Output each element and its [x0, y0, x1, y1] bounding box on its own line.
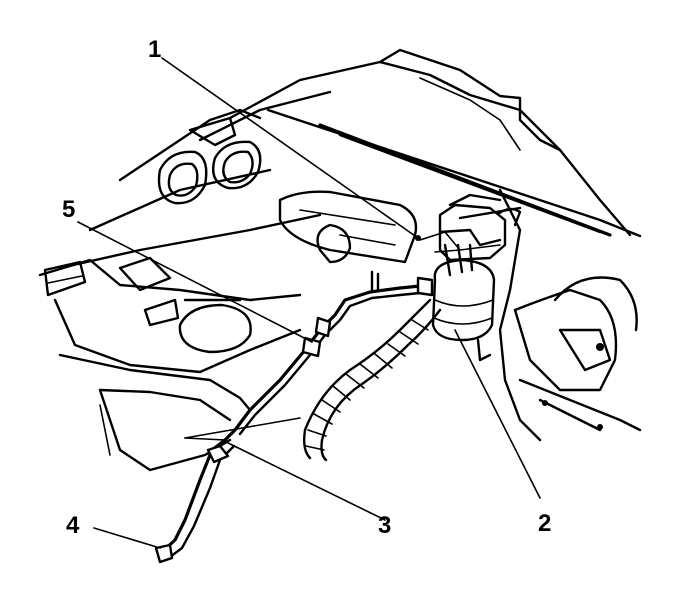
- vapor-line: [154, 270, 434, 564]
- leader-lines: [77, 57, 541, 549]
- callout-1: 1: [148, 36, 162, 63]
- callout-4: 4: [66, 512, 80, 539]
- callout-3: 3: [378, 512, 392, 539]
- callout-2: 2: [538, 510, 552, 537]
- frame-rail: [498, 188, 642, 442]
- callout-5: 5: [62, 196, 76, 223]
- floor-pan: [38, 256, 302, 472]
- evap-canister: [431, 193, 522, 362]
- corrugated-hose: [302, 298, 442, 462]
- body-panel: [58, 48, 642, 270]
- clip-markers: [419, 231, 501, 253]
